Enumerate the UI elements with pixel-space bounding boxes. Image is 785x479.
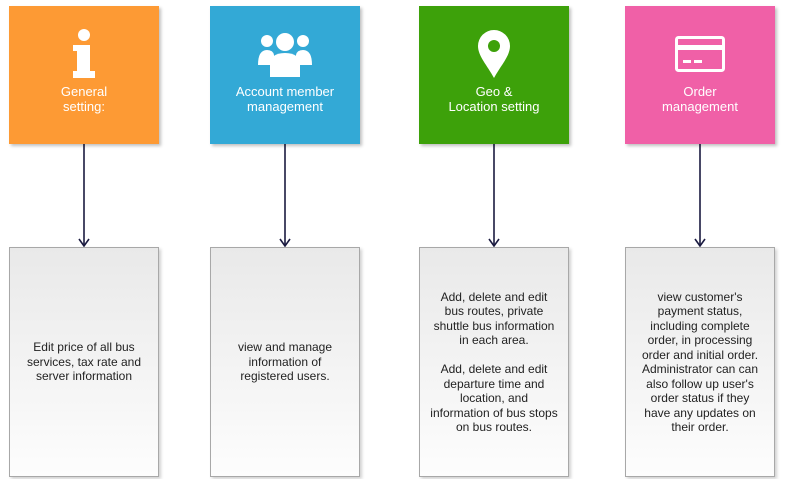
arrowhead-order [694,238,706,248]
geo-location-tile: Geo & Location setting [419,6,569,144]
general-setting-title: General setting: [60,84,108,114]
general-setting-description: Edit price of all bus services, tax rate… [26,340,142,384]
credit-card-icon [625,26,775,82]
order-management-description-box: view customer's payment status, includin… [625,247,775,477]
arrowhead-geo [488,238,500,248]
geo-location-description-box: Add, delete and edit bus routes, private… [419,247,569,477]
geo-location-title: Geo & Location setting [448,84,540,114]
arrowhead-general [78,238,90,248]
general-setting-tile: General setting: [9,6,159,144]
info-icon [9,26,159,82]
order-management-description: view customer's payment status, includin… [641,289,759,435]
account-management-description-box: view and manage information of registere… [210,247,360,477]
order-management-tile: Order management [625,6,775,144]
account-management-description: view and manage information of registere… [237,340,333,384]
general-setting-description-box: Edit price of all bus services, tax rate… [9,247,159,477]
geo-location-description: Add, delete and edit bus routes, private… [430,289,558,435]
location-pin-icon [419,26,569,82]
account-management-tile: Account member management [210,6,360,144]
arrowhead-account [279,238,291,248]
order-management-title: Order management [662,84,738,114]
users-icon [210,26,360,82]
account-management-title: Account member management [235,84,335,114]
